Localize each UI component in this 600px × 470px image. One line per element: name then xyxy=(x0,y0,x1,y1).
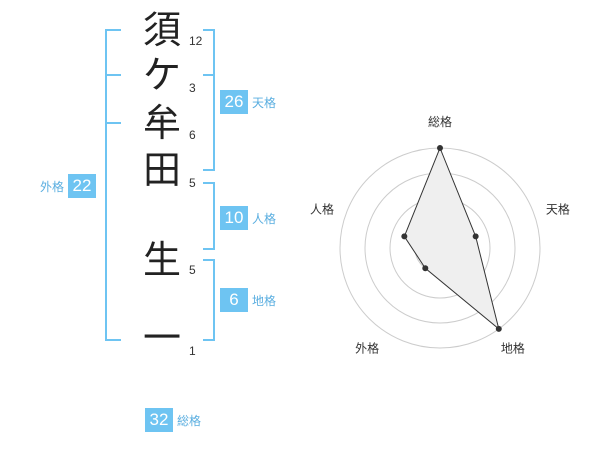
radar-axis-label-2: 天格 xyxy=(546,202,570,217)
soukaku-badge: 32 総格 xyxy=(145,408,201,432)
tenkaku-bracket xyxy=(203,29,215,171)
radar-area xyxy=(403,146,500,331)
radar-points xyxy=(401,145,502,332)
jinkaku-label: 人格 xyxy=(252,211,277,226)
tenkaku-value: 26 xyxy=(220,90,248,114)
jinkaku-badge: 10 人格 xyxy=(220,206,276,230)
radar-axis-label-1: 総格 xyxy=(428,114,452,129)
name-char-1: 須 xyxy=(142,8,181,52)
tenkaku-badge: 26 天格 xyxy=(220,90,276,114)
jinkaku-bracket xyxy=(203,182,215,250)
stroke-count-5: 5 xyxy=(189,263,196,277)
gaikaku-bracket xyxy=(105,29,121,341)
radar-axis-label-4: 外格 xyxy=(355,340,379,355)
stroke-count-2: 3 xyxy=(189,81,196,95)
stroke-count-3: 6 xyxy=(189,128,196,142)
chikaku-badge: 6 地格 xyxy=(220,288,276,312)
name-char-2: ケ xyxy=(142,53,181,97)
name-char-6: 一 xyxy=(142,316,181,360)
soukaku-value: 32 xyxy=(145,408,173,432)
radar-point-2 xyxy=(472,233,479,240)
tenkaku-label: 天格 xyxy=(252,95,277,110)
radar-axis-label-5: 人格 xyxy=(310,202,334,217)
gaikaku-value: 22 xyxy=(68,174,97,198)
gaikaku-badge: 外格 22 xyxy=(40,174,97,198)
radar-point-1 xyxy=(437,145,443,151)
soukaku-label: 総格 xyxy=(177,413,202,428)
chikaku-value: 6 xyxy=(220,288,248,312)
name-char-5: 生 xyxy=(142,238,181,282)
stroke-count-4: 5 xyxy=(189,176,196,190)
radar-point-3 xyxy=(495,325,502,332)
chikaku-label: 地格 xyxy=(252,293,277,308)
gaikaku-label: 外格 xyxy=(40,179,65,194)
radar-point-4 xyxy=(422,265,429,272)
stroke-count-1: 12 xyxy=(189,34,203,48)
radar-point-5 xyxy=(401,233,408,240)
chikaku-bracket xyxy=(203,259,215,341)
name-char-4: 田 xyxy=(142,148,181,192)
stroke-count-6: 1 xyxy=(189,344,196,358)
jinkaku-value: 10 xyxy=(220,206,248,230)
name-char-3: 牟 xyxy=(142,101,181,145)
radar-axis-label-3: 地格 xyxy=(501,340,525,355)
